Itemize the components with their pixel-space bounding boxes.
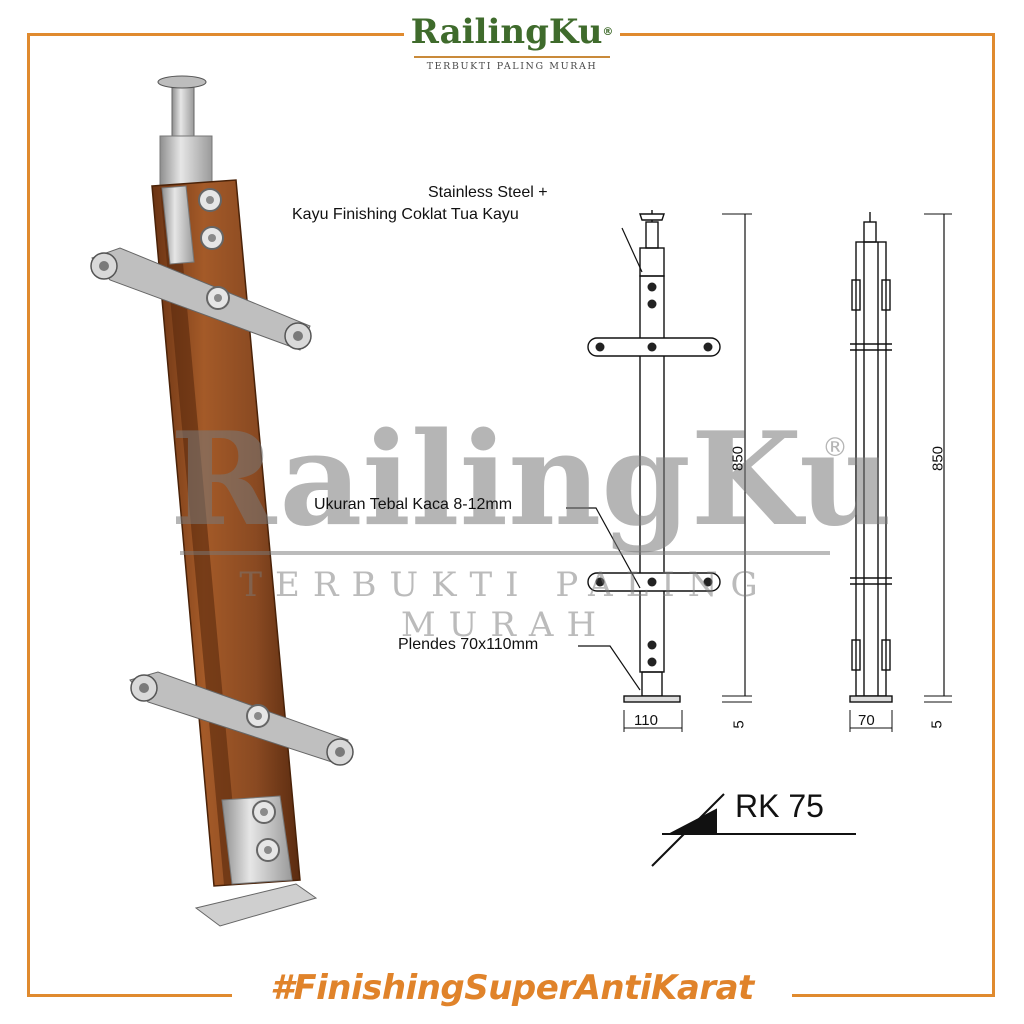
railing-post-photo — [90, 75, 354, 927]
front-base-dimension: 5 — [730, 720, 748, 729]
brand-name: RailingKu® — [410, 12, 614, 52]
material-label-line2: Kayu Finishing Coklat Tua Kayu — [292, 206, 519, 223]
base-plate — [194, 883, 318, 927]
model-code: RK 75 — [735, 788, 824, 824]
weld-symbol-icon — [651, 793, 856, 867]
registered-mark: ® — [602, 25, 614, 38]
footer-hashtag: #FinishingSuperAntiKarat — [270, 968, 754, 1008]
front-view-drawing — [587, 210, 752, 732]
footer: #FinishingSuperAntiKarat — [232, 962, 792, 1018]
side-base-dimension: 5 — [928, 720, 946, 729]
side-height-dimension: 850 — [929, 445, 947, 472]
side-width-dimension: 70 — [858, 712, 875, 729]
glass-thickness-label: Ukuran Tebal Kaca 8-12mm — [314, 496, 513, 513]
front-width-dimension: 110 — [634, 712, 658, 729]
front-height-dimension: 850 — [729, 445, 747, 472]
brand-tagline: TERBUKTI PALING MURAH — [426, 61, 598, 72]
leader-lines — [566, 227, 643, 691]
logo-divider — [414, 56, 610, 58]
base-plate-label: Plendes 70x110mm — [398, 636, 539, 653]
side-view-drawing — [849, 212, 952, 732]
top-mount — [157, 75, 213, 187]
material-label-line1: Stainless Steel + — [428, 184, 548, 201]
brand-logo: RailingKu® TERBUKTI PALING MURAH — [404, 8, 620, 80]
